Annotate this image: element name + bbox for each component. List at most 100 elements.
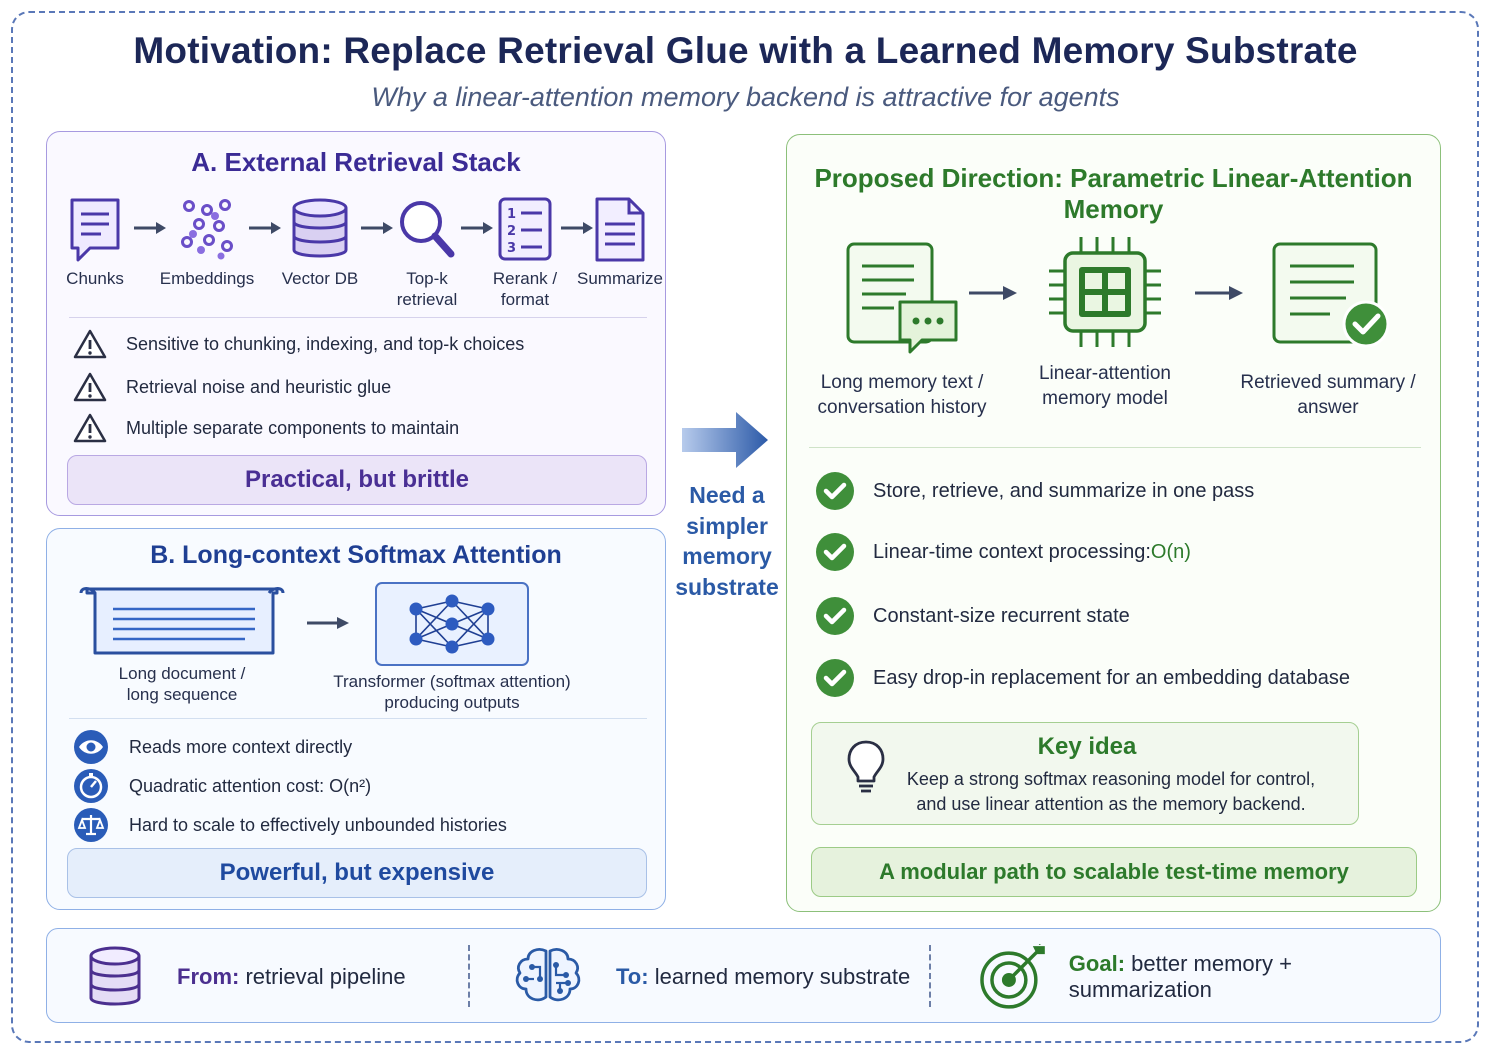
gauge-icon — [74, 769, 108, 803]
page-title: Motivation: Replace Retrieval Glue with … — [133, 30, 1358, 71]
step-linear-attention-model: Linear-attention memory model — [1015, 233, 1195, 411]
summary-from-label: From: — [177, 963, 240, 989]
step-label: Summarize — [577, 269, 663, 288]
panel-b-divider — [69, 718, 647, 719]
bullet-text: Constant-size recurrent state — [873, 604, 1130, 627]
arrow-right-icon — [1195, 286, 1243, 300]
key-idea-title: Key idea — [1037, 733, 1137, 760]
panel-a-banner: Practical, but brittle — [67, 455, 647, 505]
middle-caption-line: Need a — [689, 482, 765, 508]
key-idea-box: Key idea Keep a strong softmax reasoning… — [811, 722, 1359, 825]
warning-icon — [73, 372, 107, 402]
step-label: Long document / long sequence — [118, 664, 246, 704]
info-bullet: Quadratic attention cost: O(n²) — [73, 768, 371, 804]
check-circle-icon — [816, 597, 854, 635]
svg-text:3: 3 — [507, 241, 516, 256]
check-circle-icon — [816, 472, 854, 510]
warning-bullet: Sensitive to chunking, indexing, and top… — [73, 328, 524, 360]
arrow-right-icon — [461, 222, 493, 234]
middle-caption-line: substrate — [675, 573, 779, 600]
summary-goal: Goal: better memory + summarization — [977, 929, 1440, 1024]
arrow-right-icon — [134, 222, 166, 234]
step-retrieved-summary: Retrieved summary / answer — [1223, 240, 1433, 420]
summary-separator — [929, 945, 931, 1007]
chip-icon — [1049, 237, 1161, 347]
check-bullet: Easy drop-in replacement for an embeddin… — [815, 658, 1350, 698]
bullet-text: Hard to scale to effectively unbounded h… — [129, 814, 507, 835]
check-bullet: Constant-size recurrent state — [815, 596, 1130, 636]
summary-to: To: learned memory substrate — [512, 929, 910, 1024]
bullet-text: Sensitive to chunking, indexing, and top… — [126, 333, 525, 354]
eye-icon — [74, 730, 108, 764]
summary-separator — [468, 945, 470, 1007]
target-icon — [980, 943, 1045, 1009]
step-transformer: Transformer (softmax attention) producin… — [327, 581, 577, 713]
step-long-memory-text: Long memory text / conversation history — [797, 240, 1007, 420]
dots-cluster-icon — [181, 199, 233, 260]
arrow-right-icon — [561, 222, 593, 234]
scroll-icon — [79, 587, 285, 655]
database-icon — [89, 946, 141, 1005]
warning-bullet: Multiple separate components to maintain — [73, 412, 459, 444]
panel-softmax-attention: B. Long-context Softmax Attention Long d… — [46, 528, 666, 910]
bullet-text: Easy drop-in replacement for an embeddin… — [873, 666, 1350, 689]
checked-document-icon — [1272, 242, 1390, 348]
page-icon — [595, 197, 645, 262]
panel-external-retrieval: A. External Retrieval Stack Chunks Embed… — [46, 131, 666, 516]
step-long-document: Long document / long sequence — [77, 583, 287, 705]
summary-to-label: To: — [616, 963, 649, 989]
document-icon — [70, 198, 120, 262]
panel-proposed-direction: Proposed Direction: Parametric Linear-At… — [786, 134, 1441, 912]
step-label: Retrieved summary / answer — [1240, 372, 1416, 418]
check-circle-icon — [816, 533, 854, 571]
summary-from-text: retrieval pipeline — [239, 963, 406, 989]
bullet-text: Quadratic attention cost: O(n²) — [129, 775, 372, 796]
panel-a-divider — [69, 317, 647, 318]
outer-frame — [11, 11, 1479, 1043]
step-chunks: Chunks — [57, 196, 133, 289]
numbered-list-icon: 1 2 3 — [498, 197, 552, 261]
step-label: Long memory text / conversation history — [817, 372, 987, 418]
bullet-text: Multiple separate components to maintain — [126, 417, 460, 438]
step-summarize: Summarize — [577, 196, 663, 289]
step-label: Vector DB — [281, 269, 359, 288]
step-label: Transformer (softmax attention) producin… — [333, 672, 571, 712]
summary-strip: From: retrieval pipeline To: learned mem… — [46, 928, 1441, 1023]
summary-goal-label: Goal: — [1068, 950, 1126, 976]
arrow-right-icon — [969, 286, 1017, 300]
arrow-right-icon — [361, 222, 393, 234]
check-bullet: Linear-time context processing: O(n) — [815, 532, 1191, 572]
magnifier-icon — [400, 201, 455, 258]
warning-bullet: Retrieval noise and heuristic glue — [73, 371, 391, 403]
chat-document-icon — [846, 242, 958, 354]
step-vector-db: Vector DB — [275, 196, 365, 289]
big-arrow-right-icon — [682, 412, 768, 468]
warning-icon — [73, 413, 107, 443]
check-bullet: Store, retrieve, and summarize in one pa… — [815, 471, 1254, 511]
arrow-right-icon — [307, 617, 349, 629]
warning-icon — [73, 329, 107, 359]
page-subtitle: Why a linear-attention memory backend is… — [371, 82, 1120, 112]
summary-to-text: learned memory substrate — [648, 963, 911, 989]
step-label: Top-k retrieval — [396, 269, 458, 309]
step-label: Rerank / format — [492, 269, 558, 309]
step-embeddings: Embeddings — [157, 196, 257, 289]
check-circle-icon — [816, 659, 854, 697]
middle-caption-line: simpler — [686, 512, 768, 539]
panel-c-divider — [809, 447, 1421, 448]
svg-text:2: 2 — [507, 224, 516, 239]
bullet-text: Retrieval noise and heuristic glue — [126, 376, 392, 397]
bullet-text: Linear-time context processing: — [873, 540, 1151, 563]
bullet-text: Reads more context directly — [129, 736, 353, 757]
middle-caption-line: memory — [682, 543, 772, 569]
info-bullet: Reads more context directly — [73, 729, 352, 765]
step-rerank-format: 1 2 3 Rerank / format — [485, 196, 565, 310]
arrow-right-icon — [249, 222, 281, 234]
key-idea-body: Keep a strong softmax reasoning model fo… — [906, 769, 1316, 814]
info-bullet: Hard to scale to effectively unbounded h… — [73, 807, 507, 843]
summary-text: Goal: better memory + summarization — [1069, 951, 1440, 1003]
panel-b-title: B. Long-context Softmax Attention — [150, 541, 562, 569]
step-label: Embeddings — [159, 269, 255, 288]
summary-from: From: retrieval pipeline — [87, 929, 406, 1024]
neural-network-icon — [375, 582, 529, 666]
